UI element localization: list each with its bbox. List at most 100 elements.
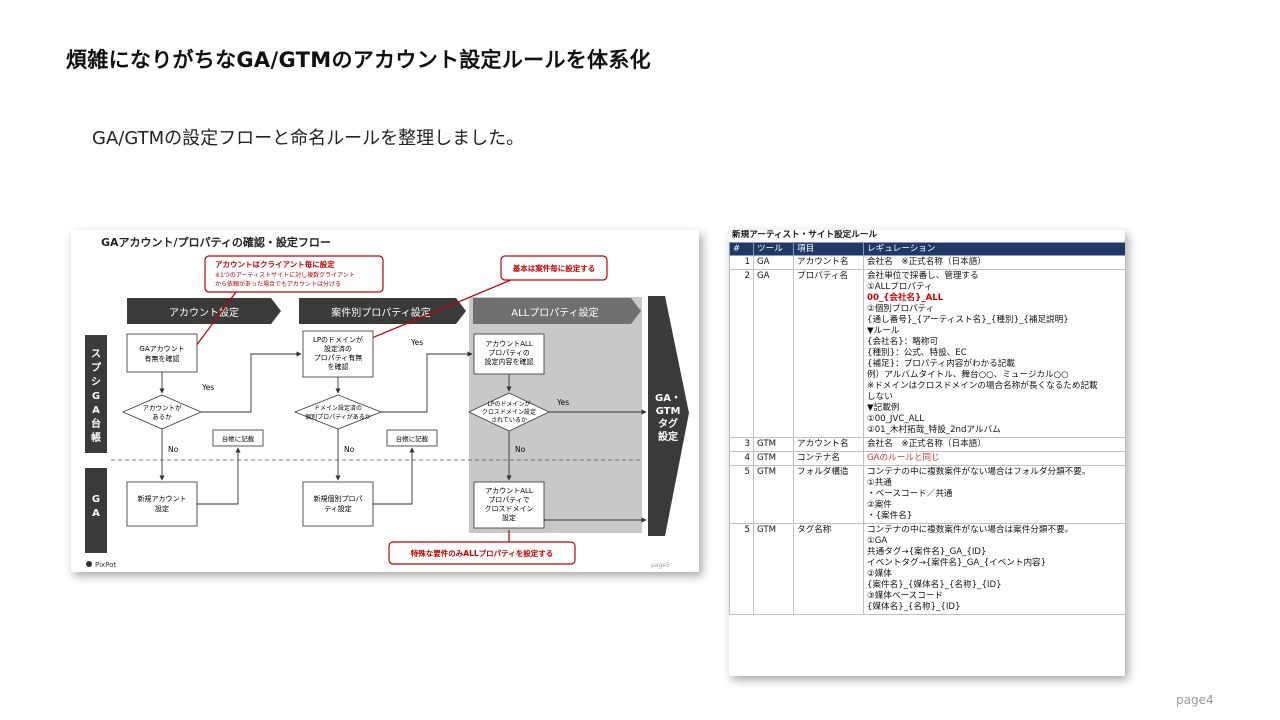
label-yes: Yes [410, 338, 423, 347]
cell-item: プロパティ名 [793, 269, 864, 438]
page-number: page4 [1176, 693, 1214, 707]
box-text: ティ設定 [324, 504, 352, 513]
box-text: プロパティで [488, 496, 530, 504]
regulation-line: {通し番号}_{アーティスト名}_{種別}_{補足説明} [867, 315, 1069, 325]
regulation-line: 共通タグ→{案件名}_GA_{ID} [867, 547, 987, 557]
cell-regulation: GAのルールと同じ [863, 451, 1125, 466]
rules-table-title: 新規アーティスト・サイト設定ルール [732, 230, 878, 240]
regulation-line: ③媒体ベースコード [867, 591, 944, 601]
callout-pointer [192, 291, 237, 351]
callout-project [500, 255, 608, 281]
diamond-text: されているか [491, 417, 527, 424]
diamond-has-account [121, 394, 203, 430]
pixpot-logo-icon [86, 561, 92, 567]
box-text: アカウントALL [485, 487, 533, 495]
callout-text: から依頼があった場合でもアカウントは分ける [215, 280, 341, 288]
cell-item: アカウント名 [793, 255, 864, 270]
regulation-line: ①共通 [867, 478, 892, 488]
label-no: No [515, 445, 526, 454]
lane-label-char: A [92, 405, 100, 416]
cell-item: コンテナ名 [793, 451, 864, 466]
phase-label: ALLプロパティ設定 [511, 306, 598, 319]
flow-title: GAアカウント/プロパティの確認・設定フロー [101, 235, 331, 249]
diamond-text: ドメイン設定済の [314, 404, 362, 412]
regulation-line: {会社名}：略称可 [867, 337, 939, 347]
label-yes: Yes [201, 383, 214, 392]
lane-label-char: シ [91, 376, 101, 388]
regulation-line: ②媒体 [867, 569, 892, 579]
lane-label-char: 帳 [91, 431, 101, 444]
lane-ga [85, 468, 107, 553]
box-ledger-2 [386, 429, 438, 447]
box-text: GAアカウント [139, 345, 184, 353]
regulation-line: {案件名}_{媒体名}_{名称}_{ID} [867, 580, 1002, 590]
regulation-line: {媒体名}_{名称}_{ID} [867, 602, 961, 612]
regulation-line: しない [867, 392, 893, 402]
header-num: # [729, 242, 754, 256]
regulation-line: 会社名 ※正式名称（日本語） [867, 439, 986, 449]
callout-text: アカウントはクライアント毎に設定 [215, 259, 335, 269]
final-label: GTM [656, 406, 681, 417]
box-text: アカウントALL [485, 340, 533, 348]
regulation-line: ①GA [867, 536, 888, 546]
box-ledger-1 [212, 429, 264, 447]
cell-tool: GTM [753, 465, 794, 524]
cell-item: フォルダ構造 [793, 465, 864, 524]
callout-account [204, 255, 384, 293]
label-no: No [344, 445, 355, 454]
regulation-line: {種別}：公式、特設、EC [867, 348, 967, 358]
regulation-line: ②01_木村拓哉_特設_2ndアルバム [867, 425, 1001, 435]
box-text: プロパティ有無 [314, 353, 363, 362]
header-tool: ツール [753, 242, 794, 256]
regulation-line: 会社単位で採番し、管理する [867, 271, 979, 281]
regulation-line: {補足}：プロパティ内容がわかる記載 [867, 359, 1015, 369]
lane-label-char: A [92, 508, 100, 519]
cell-tool: GTM [753, 451, 794, 466]
cell-num: 5 [729, 465, 754, 524]
cell-regulation: 会社名 ※正式名称（日本語） [863, 437, 1125, 452]
box-text: 設定内容を確認 [485, 357, 534, 366]
callout-text: 特殊な要件のみALLプロパティを設定する [411, 548, 553, 558]
regulation-line: ・ベースコード／共通 [867, 489, 953, 499]
cell-tool: GTM [753, 437, 794, 452]
lane-label-char: G [92, 391, 100, 402]
regulation-line: ①00_JVC_ALL [867, 414, 925, 424]
header-item: 項目 [793, 242, 864, 256]
callout-text: ※1つのアーティストサイトに対し複数クライアント [215, 271, 355, 279]
regulation-line: イベントタグ→{案件名}_GA_{イベント内容} [867, 558, 1047, 568]
table-header-row: # ツール 項目 レギュレーション [729, 242, 1125, 256]
box-text: 設定済の [324, 344, 352, 353]
box-text: LPのドメインが [313, 335, 363, 344]
cell-num: 5 [729, 523, 754, 615]
box-text: を確認 [328, 362, 349, 371]
phase-account-setting [127, 298, 281, 324]
lane-label-char: G [92, 494, 100, 505]
slide-subtitle: GA/GTMの設定フローと命名ルールを整理しました。 [92, 128, 525, 149]
regulation-line: 00_{会社名}_ALL [867, 293, 944, 303]
lane-ga-ledger [85, 335, 107, 453]
phase-project-property [299, 298, 466, 324]
corner-page: page5 [651, 562, 670, 569]
regulation-line: ②案件 [867, 500, 892, 510]
regulation-line: ※ドメインはクロスドメインの場合名称が長くなるため記載 [867, 381, 1098, 391]
label-no: No [168, 445, 179, 454]
cell-num: 2 [729, 269, 754, 438]
box-text: 有無を確認 [145, 354, 180, 363]
header-regulation: レギュレーション [863, 242, 1125, 256]
regulation-line: コンテナの中に複数案件がない場合は案件分類不要。 [867, 525, 1074, 535]
pixpot-logo: PixPot [95, 561, 116, 569]
phase-label: 案件別プロパティ設定 [331, 306, 430, 319]
cell-num: 1 [729, 255, 754, 270]
diamond-text: アカウントが [143, 403, 183, 412]
box-text: クロスドメイン [485, 505, 534, 513]
regulation-line: ①ALLプロパティ [867, 282, 933, 292]
box-text: 設定 [502, 513, 516, 522]
final-label: 設定 [658, 430, 678, 443]
